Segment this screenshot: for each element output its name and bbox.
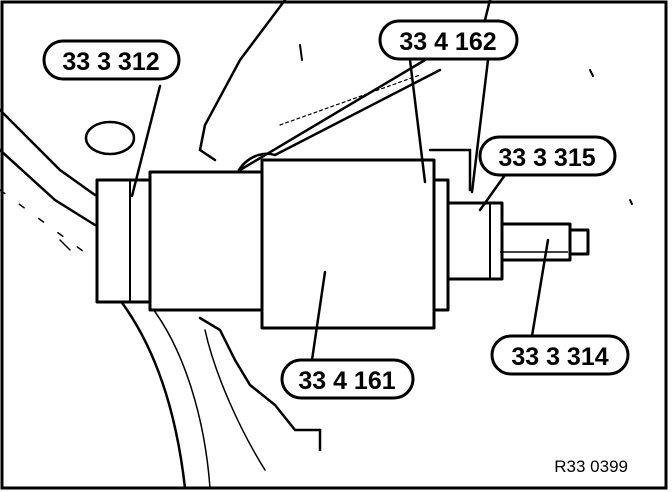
callout-label: 33 3 315: [498, 144, 595, 172]
callout-label: 33 3 314: [511, 343, 608, 371]
leader-33-4-162-b: [238, 58, 427, 172]
leader-33-3-314: [530, 238, 550, 338]
part-33-3-312: [95, 178, 152, 304]
callout-bubble: [42, 39, 181, 81]
spindle-tip: [568, 228, 590, 256]
callout-bubble: [478, 135, 617, 177]
part-33-4-161: [260, 158, 436, 330]
leader-33-3-315: [478, 173, 507, 212]
callout-label: 33 3 312: [62, 48, 159, 76]
puller-assembly: [95, 158, 590, 330]
callout-33-4-161: 33 4 161: [280, 358, 415, 400]
callout-label: 33 4 161: [298, 367, 395, 395]
callout-33-3-312: 33 3 312: [42, 39, 181, 81]
leader-33-4-162-c: [470, 58, 490, 194]
part-33-3-315: [446, 201, 504, 281]
callout-bubble: [280, 358, 415, 400]
callout-33-3-315: 33 3 315: [478, 135, 617, 177]
callout-label: 33 4 162: [399, 28, 496, 56]
leader-33-4-162-a: [408, 58, 427, 184]
leader-33-4-161: [310, 270, 327, 362]
callout-33-3-314: 33 3 314: [490, 334, 630, 376]
callout-33-4-162: 33 4 162: [378, 19, 519, 61]
leader-lines: [130, 58, 550, 362]
part-33-3-314: [500, 222, 572, 262]
leader-33-3-312: [130, 84, 162, 198]
drum-flange: [432, 178, 450, 312]
figure-reference: R33 0399: [554, 457, 628, 476]
body-cylinder: [148, 170, 264, 312]
callout-bubble: [378, 19, 519, 61]
callout-bubble: [490, 334, 630, 376]
